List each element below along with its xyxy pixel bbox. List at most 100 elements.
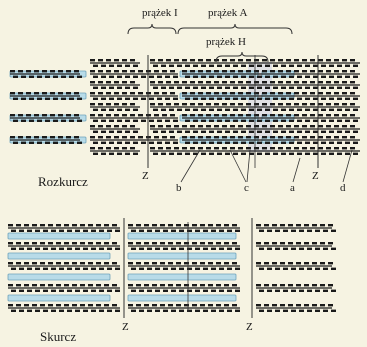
myosin-filament-head — [8, 224, 13, 226]
myosin-filament-head — [265, 87, 270, 89]
myosin-filament-head — [280, 284, 285, 286]
myosin-filament-head — [107, 310, 112, 312]
myosin-filament-head — [299, 310, 304, 312]
myosin-filament-head — [222, 114, 227, 116]
myosin-filament-head — [190, 136, 195, 138]
myosin-filament-head — [195, 310, 200, 312]
myosin-filament-head — [117, 120, 122, 122]
myosin-filament-head — [91, 268, 96, 270]
myosin-filament-head — [222, 125, 227, 127]
myosin-filament-head — [72, 304, 77, 306]
myosin-filament-head — [131, 230, 136, 232]
actin-filament — [8, 253, 110, 259]
myosin-filament-head — [101, 131, 106, 133]
myosin-filament-head — [329, 120, 334, 122]
myosin-filament-head — [18, 136, 23, 138]
myosin-filament-head — [278, 70, 283, 72]
myosin-filament-head — [257, 120, 262, 122]
myosin-filament-head — [67, 268, 72, 270]
myosin-filament-head — [170, 70, 175, 72]
myosin-filament-head — [350, 147, 355, 149]
myosin-filament-head — [345, 153, 350, 155]
myosin-filament-head — [273, 120, 278, 122]
myosin-filament-head — [139, 310, 144, 312]
pointer-a — [293, 158, 300, 182]
myosin-filament-head — [230, 81, 235, 83]
myosin-filament-head — [342, 81, 347, 83]
myosin-filament-head — [128, 242, 133, 244]
myosin-filament-head — [27, 310, 32, 312]
myosin-filament-head — [35, 290, 40, 292]
myosin-filament-head — [307, 310, 312, 312]
myosin-filament-head — [190, 59, 195, 61]
myosin-filament-head — [241, 153, 246, 155]
myosin-filament-head — [106, 70, 111, 72]
myosin-filament-head — [264, 284, 269, 286]
myosin-filament-head — [320, 262, 325, 264]
z-line-label-left: Z — [142, 171, 149, 182]
myosin-filament-head — [353, 120, 358, 122]
myosin-filament-head — [27, 248, 32, 250]
myosin-filament-head — [195, 248, 200, 250]
myosin-filament-head — [310, 114, 315, 116]
myosin-filament-head — [302, 70, 307, 72]
myosin-filament-head — [345, 120, 350, 122]
myosin-filament-head — [273, 65, 278, 67]
actin-filament — [8, 274, 110, 280]
myosin-filament-head — [294, 136, 299, 138]
myosin-filament-head — [45, 120, 50, 122]
myosin-filament-head — [203, 230, 208, 232]
myosin-filament-head — [195, 290, 200, 292]
myosin-filament-head — [18, 114, 23, 116]
myosin-filament-head — [321, 109, 326, 111]
myosin-filament-head — [34, 114, 39, 116]
myosin-filament-head — [122, 70, 127, 72]
myosin-filament-head — [117, 87, 122, 89]
myosin-filament-head — [91, 230, 96, 232]
myosin-filament-head — [227, 248, 232, 250]
myosin-filament-head — [77, 120, 82, 122]
myosin-filament-head — [162, 114, 167, 116]
myosin-filament-head — [153, 109, 158, 111]
myosin-filament-head — [256, 304, 261, 306]
myosin-filament-head — [249, 131, 254, 133]
myosin-filament-head — [208, 262, 213, 264]
myosin-filament-head — [40, 224, 45, 226]
myosin-filament-head — [114, 136, 119, 138]
myosin-filament-head — [302, 125, 307, 127]
myosin-filament-head — [152, 242, 157, 244]
myosin-filament-head — [192, 242, 197, 244]
myosin-filament-head — [109, 76, 114, 78]
myosin-filament-head — [34, 136, 39, 138]
myosin-filament-head — [43, 310, 48, 312]
myosin-filament-head — [334, 103, 339, 105]
myosin-filament-head — [13, 98, 18, 100]
myosin-filament-head — [334, 136, 339, 138]
myosin-filament-head — [211, 230, 216, 232]
myosin-filament-head — [122, 81, 127, 83]
myosin-filament-head — [304, 304, 309, 306]
myosin-filament-head — [198, 81, 203, 83]
myosin-filament-head — [107, 268, 112, 270]
myosin-filament-head — [246, 92, 251, 94]
myosin-filament-head — [235, 268, 240, 270]
myosin-filament-head — [80, 224, 85, 226]
myosin-filament-head — [299, 248, 304, 250]
myosin-filament-head — [88, 242, 93, 244]
myosin-filament-head — [216, 304, 221, 306]
myosin-filament-head — [305, 142, 310, 144]
myosin-filament-head — [182, 59, 187, 61]
myosin-filament-head — [216, 284, 221, 286]
myosin-filament-head — [98, 125, 103, 127]
relaxed-state-label: Rozkurcz — [38, 175, 88, 188]
myosin-filament-head — [115, 230, 120, 232]
myosin-filament-head — [24, 224, 29, 226]
myosin-filament-head — [161, 87, 166, 89]
myosin-filament-head — [337, 153, 342, 155]
myosin-filament-head — [267, 230, 272, 232]
myosin-filament-head — [122, 103, 127, 105]
myosin-filament-head — [112, 262, 117, 264]
myosin-filament-head — [265, 120, 270, 122]
label-b: b — [176, 183, 182, 194]
myosin-filament-head — [61, 120, 66, 122]
